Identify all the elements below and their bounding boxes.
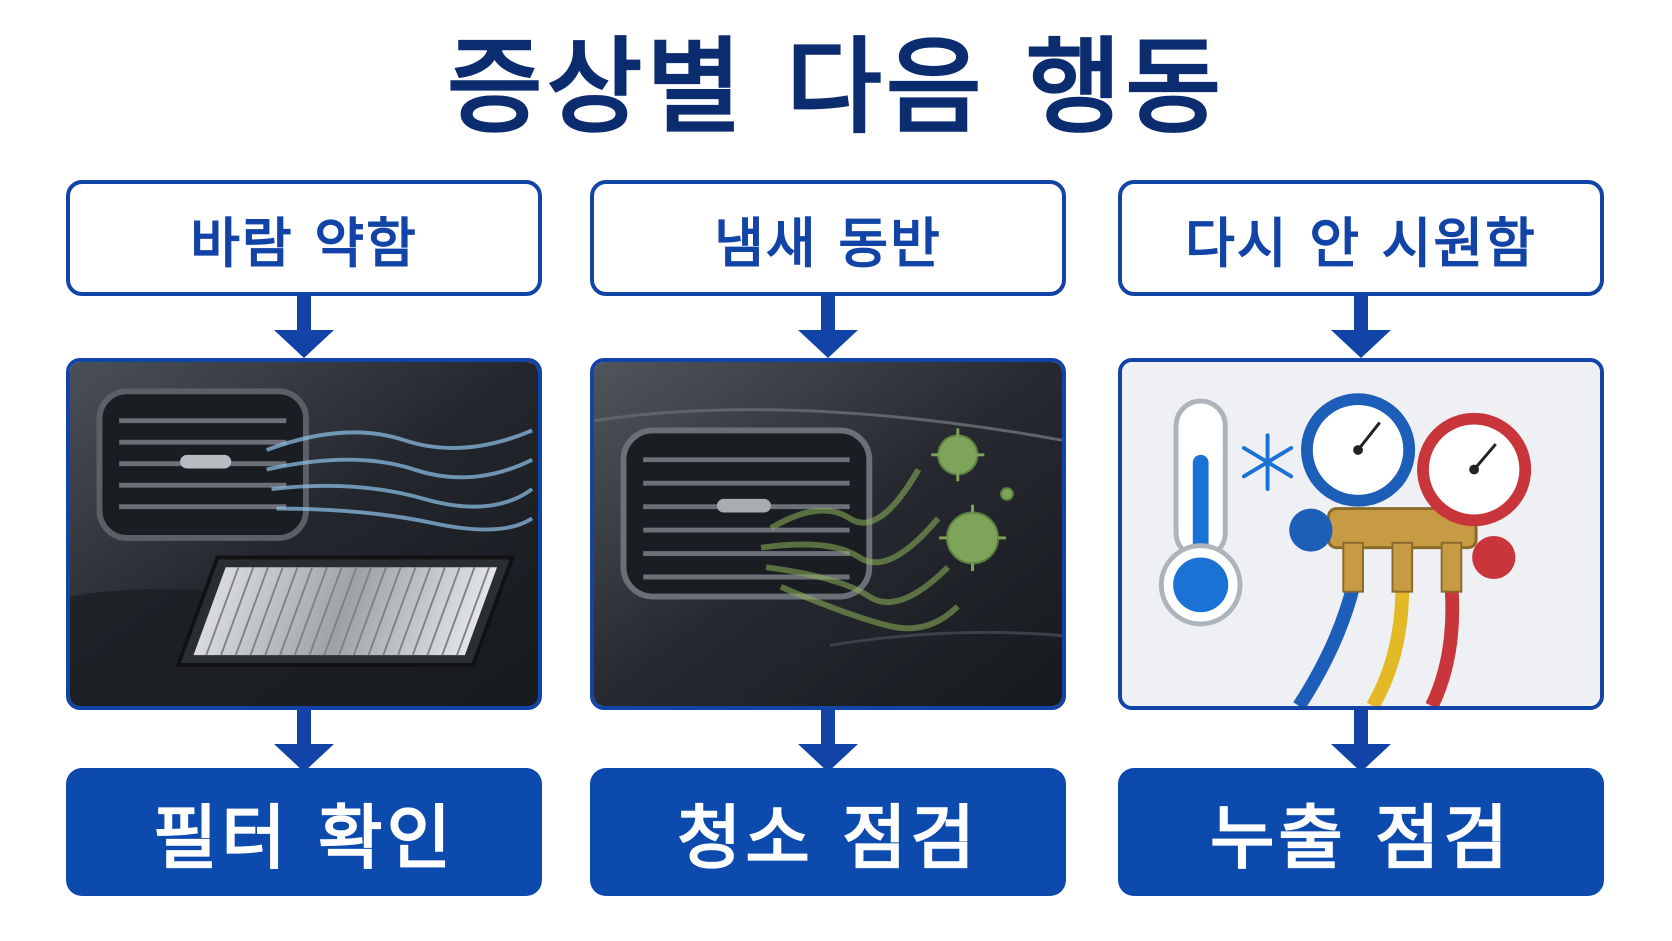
action-box: 누출 점검 [1118,768,1604,896]
symptom-box: 다시 안 시원함 [1118,180,1604,296]
action-box: 청소 점검 [590,768,1066,896]
symptom-box: 냄새 동반 [590,180,1066,296]
page-title: 증상별 다음 행동 [446,26,1226,148]
down-arrow-icon [1331,710,1391,772]
thermometer-and-manifold-gauge-icon [1118,358,1604,710]
action-box: 필터 확인 [66,768,542,896]
down-arrow-icon [798,710,858,772]
down-arrow-icon [274,710,334,772]
vent-with-cabin-filter-icon [66,358,542,710]
down-arrow-icon [1331,296,1391,358]
down-arrow-icon [798,296,858,358]
symptom-box: 바람 약함 [66,180,542,296]
vent-with-germs-icon [590,358,1066,710]
down-arrow-icon [274,296,334,358]
